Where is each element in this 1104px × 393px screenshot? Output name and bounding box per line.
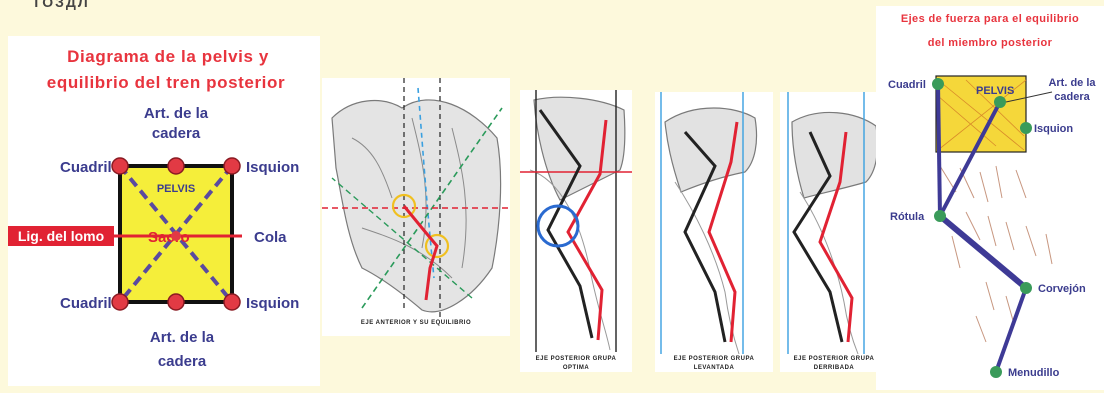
limb-diagram-panel: Ejes de fuerza para el equilibrio del mi… <box>876 6 1104 390</box>
node-limb-cuadril <box>932 78 944 90</box>
pelvis-label: PELVIS <box>157 183 195 195</box>
lig-label: Lig. del lomo <box>18 228 104 244</box>
anatomy-caption-2-line1: EJE POSTERIOR GRUPA <box>536 356 617 362</box>
anatomy-panel-optima: EJE POSTERIOR GRUPA OPTIMA <box>520 90 632 372</box>
anatomy-panel-levantada: EJE POSTERIOR GRUPA LEVANTADA <box>655 92 773 372</box>
limb-title-line1: Ejes de fuerza para el equilibrio <box>901 13 1079 25</box>
limb-isquion-label: Isquion <box>1034 123 1073 135</box>
anatomy-caption-2-line2: OPTIMA <box>563 365 589 371</box>
limb-art-line2: cadera <box>1054 91 1090 103</box>
cuadril-top-label: Cuadril <box>60 159 112 176</box>
limb-diagram: Ejes de fuerza para el equilibrio del mi… <box>876 6 1104 390</box>
top-text-fragment: ТОЗДЛ <box>32 0 90 10</box>
isquion-bottom-label: Isquion <box>246 295 299 312</box>
anatomy-panel-anterior: EJE ANTERIOR Y SU EQUILIBRIO <box>322 78 510 336</box>
node-isquion-bottom <box>224 294 240 310</box>
pelvis-diagram: Diagrama de la pelvis y equilibrio del t… <box>8 36 320 386</box>
art-top-line2: cadera <box>152 125 201 142</box>
pelvis-title-line2: equilibrio del tren posterior <box>47 73 285 92</box>
anatomy-caption-3-line1: EJE POSTERIOR GRUPA <box>674 356 755 362</box>
limb-pelvis-label: PELVIS <box>976 85 1014 97</box>
art-bottom-line1: Art. de la <box>150 329 215 346</box>
anatomy-panel-derribada: EJE POSTERIOR GRUPA DERRIBADA <box>780 92 888 372</box>
isquion-top-label: Isquion <box>246 159 299 176</box>
pelvis-title-line1: Diagrama de la pelvis y <box>67 47 269 66</box>
node-art-bottom <box>168 294 184 310</box>
limb-menudillo-label: Menudillo <box>1008 367 1060 379</box>
anatomy-caption-4-line2: DERRIBADA <box>814 365 855 371</box>
pelvis-diagram-panel: Diagrama de la pelvis y equilibrio del t… <box>8 36 320 386</box>
limb-title-line2: del miembro posterior <box>928 37 1053 49</box>
node-isquion-top <box>224 158 240 174</box>
anatomy-caption-3-line2: LEVANTADA <box>694 365 735 371</box>
node-sacro <box>171 231 181 241</box>
node-limb-isquion <box>1020 122 1032 134</box>
limb-corvejon-label: Corvejón <box>1038 283 1086 295</box>
sacro-label: Sacro <box>148 229 190 246</box>
node-limb-cadera <box>994 96 1006 108</box>
cuadril-bottom-label: Cuadril <box>60 295 112 312</box>
anatomy-illustration-optima: EJE POSTERIOR GRUPA OPTIMA <box>520 90 632 372</box>
node-limb-corvejon <box>1020 282 1032 294</box>
node-limb-menudillo <box>990 366 1002 378</box>
node-art-top <box>168 158 184 174</box>
limb-art-line1: Art. de la <box>1048 77 1096 89</box>
anatomy-caption-4-line1: EJE POSTERIOR GRUPA <box>794 356 875 362</box>
anatomy-caption-1: EJE ANTERIOR Y SU EQUILIBRIO <box>361 320 471 326</box>
node-cuadril-top <box>112 158 128 174</box>
cola-label: Cola <box>254 229 287 246</box>
limb-cuadril-label: Cuadril <box>888 79 926 91</box>
art-top-line1: Art. de la <box>144 105 209 122</box>
anatomy-illustration-anterior: EJE ANTERIOR Y SU EQUILIBRIO <box>322 78 510 336</box>
node-limb-rotula <box>934 210 946 222</box>
art-bottom-line2: cadera <box>158 353 207 370</box>
limb-rotula-label: Rótula <box>890 211 925 223</box>
node-cuadril-bottom <box>112 294 128 310</box>
anatomy-illustration-derribada: EJE POSTERIOR GRUPA DERRIBADA <box>780 92 888 372</box>
anatomy-illustration-levantada: EJE POSTERIOR GRUPA LEVANTADA <box>655 92 773 372</box>
